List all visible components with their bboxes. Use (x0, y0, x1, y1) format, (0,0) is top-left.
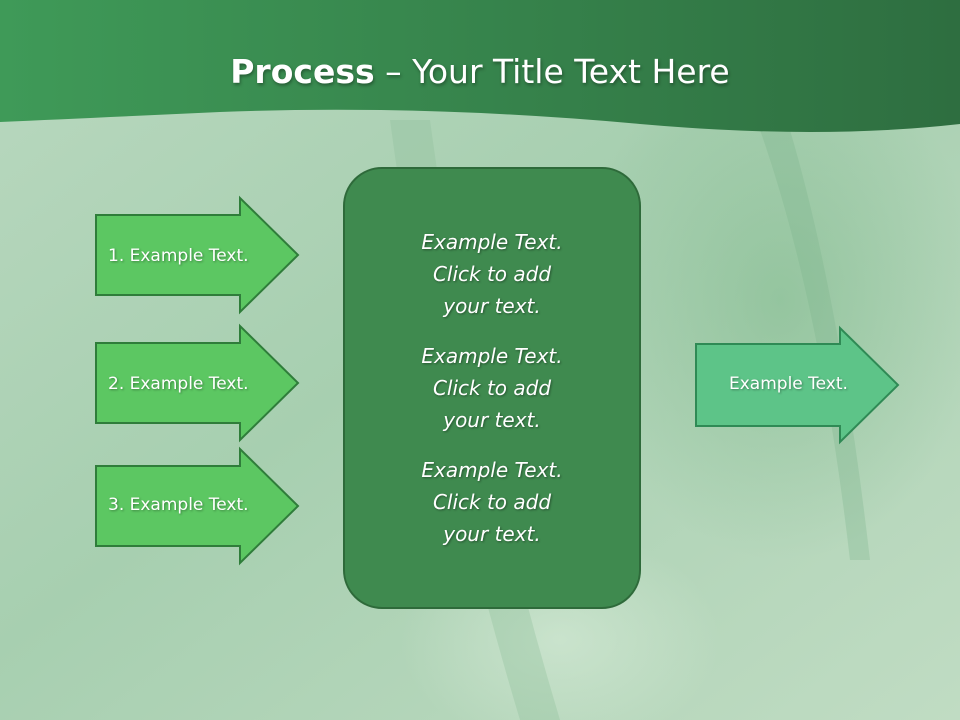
center-text-line: Example Text. (421, 344, 563, 368)
center-text-line: Click to add (432, 262, 552, 286)
page-title: Process – Your Title Text Here (0, 52, 960, 91)
center-text-box: Example Text. Click to add your text. Ex… (343, 167, 641, 609)
center-text-line: your text. (443, 408, 541, 432)
center-text-block-2: Example Text. Click to add your text. (421, 340, 562, 436)
center-text-line: your text. (443, 522, 541, 546)
center-text-line: Example Text. (421, 230, 563, 254)
output-arrow-label: Example Text. (729, 374, 848, 394)
center-text-block-1: Example Text. Click to add your text. (421, 226, 562, 322)
leaf-shape (760, 130, 870, 560)
output-arrow (695, 325, 900, 445)
background-blur (580, 40, 960, 560)
center-text-line: your text. (443, 294, 541, 318)
input-arrow-label-1: 1. Example Text. (108, 246, 249, 266)
center-text-block-3: Example Text. Click to add your text. (421, 454, 562, 550)
input-arrow-label-3: 3. Example Text. (108, 495, 249, 515)
input-arrow-1 (95, 195, 300, 315)
center-text-line: Click to add (432, 490, 552, 514)
center-rounded-box (343, 167, 641, 609)
center-text-line: Example Text. (421, 458, 563, 482)
input-arrow-3 (95, 446, 300, 566)
center-text-line: Click to add (432, 376, 552, 400)
title-rest: – Your Title Text Here (374, 52, 730, 91)
header-banner (0, 0, 960, 132)
title-bold: Process (230, 52, 375, 91)
input-arrow-2 (95, 323, 300, 443)
input-arrow-label-2: 2. Example Text. (108, 374, 249, 394)
